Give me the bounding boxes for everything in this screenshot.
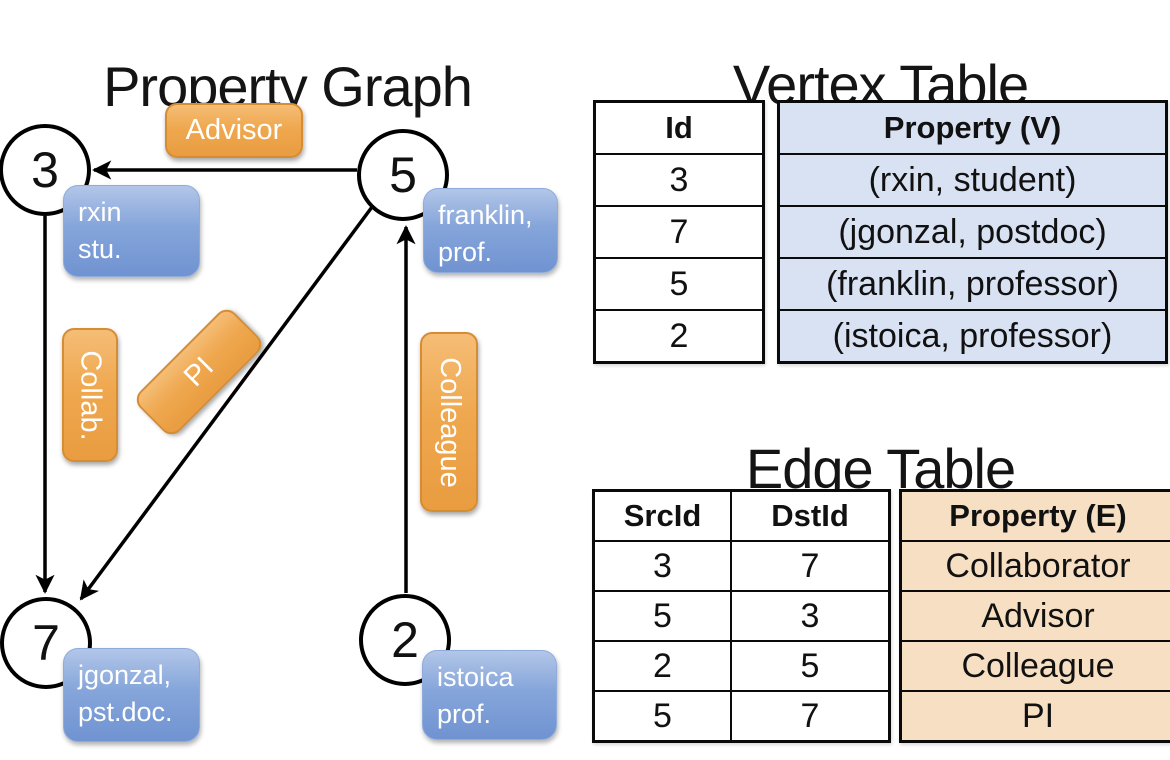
vertex-table-property-column: Property (V) (rxin, student) (jgonzal, p… xyxy=(777,100,1168,364)
table-row: (franklin, professor) xyxy=(777,257,1168,311)
property-line: stu. xyxy=(78,234,122,265)
vertex-id-cell: 7 xyxy=(593,205,765,259)
table-row: 3 xyxy=(593,153,765,207)
column-header-dstid: DstId xyxy=(730,489,891,542)
edge-table-property-column: Property (E) Collaborator Advisor Collea… xyxy=(899,489,1170,743)
table-row: (rxin, student) xyxy=(777,153,1168,207)
column-header-property-e: Property (E) xyxy=(899,489,1170,542)
table-row: PI xyxy=(899,690,1170,743)
edge-dstid-cell: 7 xyxy=(730,690,891,743)
node-id-label: 2 xyxy=(391,612,419,668)
edge-property-cell: Advisor xyxy=(899,590,1170,642)
vertex-property-cell: (rxin, student) xyxy=(777,153,1168,207)
edge-label-advisor: Advisor xyxy=(165,103,303,158)
property-line: prof. xyxy=(437,699,492,730)
node-property-box-2: istoica prof. xyxy=(422,650,557,740)
edge-label-text: Advisor xyxy=(185,114,283,146)
table-row: (jgonzal, postdoc) xyxy=(777,205,1168,259)
edge-srcid-cell: 5 xyxy=(592,690,732,743)
edge-label-text: PI xyxy=(177,350,220,393)
edge-srcid-cell: 5 xyxy=(592,590,732,642)
vertex-id-cell: 3 xyxy=(593,153,765,207)
vertex-table: Id 3 7 5 2 Property (V) (rxin, student) … xyxy=(593,100,1168,364)
vertex-id-cell: 5 xyxy=(593,257,765,311)
edge-label-text: Collab. xyxy=(74,349,107,441)
edge-label-text: Colleague xyxy=(433,356,466,488)
edge-table-id-columns: SrcId DstId 3 7 5 3 2 5 5 7 xyxy=(592,489,891,743)
property-line: pst.doc. xyxy=(78,697,173,728)
table-row: 5 xyxy=(593,257,765,311)
column-header-srcid: SrcId xyxy=(592,489,732,542)
vertex-property-cell: (franklin, professor) xyxy=(777,257,1168,311)
column-header-property-v: Property (V) xyxy=(777,100,1168,155)
table-row: 2 xyxy=(593,309,765,364)
property-line: istoica xyxy=(437,662,514,692)
edge-dstid-cell: 7 xyxy=(730,540,891,592)
graph-node-2: 2 xyxy=(359,594,451,686)
node-property-box-3: rxin stu. xyxy=(63,185,200,277)
edge-property-cell: PI xyxy=(899,690,1170,743)
property-graph-panel: Property Graph 3 5 7 2 rxin xyxy=(0,55,558,742)
edge-table: SrcId DstId 3 7 5 3 2 5 5 7 Property (E)… xyxy=(592,489,1170,743)
property-line: franklin, xyxy=(438,200,533,230)
table-row: 7 xyxy=(593,205,765,259)
table-row: 5 7 xyxy=(592,690,891,743)
table-row: 5 3 xyxy=(592,590,891,642)
edge-dstid-cell: 5 xyxy=(730,640,891,692)
node-property-box-5: franklin, prof. xyxy=(423,188,558,273)
table-row: 3 7 xyxy=(592,540,891,592)
edge-srcid-cell: 2 xyxy=(592,640,732,692)
table-row: Advisor xyxy=(899,590,1170,642)
property-line: rxin xyxy=(78,197,122,227)
edge-label-colleague: Colleague xyxy=(420,332,478,512)
column-header-id: Id xyxy=(593,100,765,155)
edge-property-cell: Collaborator xyxy=(899,540,1170,592)
property-line: jgonzal, xyxy=(78,660,172,690)
node-id-label: 3 xyxy=(31,142,59,198)
table-row: Colleague xyxy=(899,640,1170,692)
property-line: prof. xyxy=(438,237,493,268)
vertex-table-id-column: Id 3 7 5 2 xyxy=(593,100,765,364)
vertex-property-cell: (jgonzal, postdoc) xyxy=(777,205,1168,259)
node-id-label: 5 xyxy=(389,147,417,203)
vertex-property-cell: (istoica, professor) xyxy=(777,309,1168,364)
table-row: 2 5 xyxy=(592,640,891,692)
edge-srcid-cell: 3 xyxy=(592,540,732,592)
vertex-id-cell: 2 xyxy=(593,309,765,364)
table-row: (istoica, professor) xyxy=(777,309,1168,364)
node-id-label: 7 xyxy=(32,615,60,671)
graph-node-5: 5 xyxy=(357,129,449,221)
edge-label-pi: PI xyxy=(131,304,267,440)
table-row: Collaborator xyxy=(899,540,1170,592)
edge-dstid-cell: 3 xyxy=(730,590,891,642)
edge-property-cell: Colleague xyxy=(899,640,1170,692)
edge-label-collab: Collab. xyxy=(62,328,118,462)
node-property-box-7: jgonzal, pst.doc. xyxy=(63,648,200,742)
